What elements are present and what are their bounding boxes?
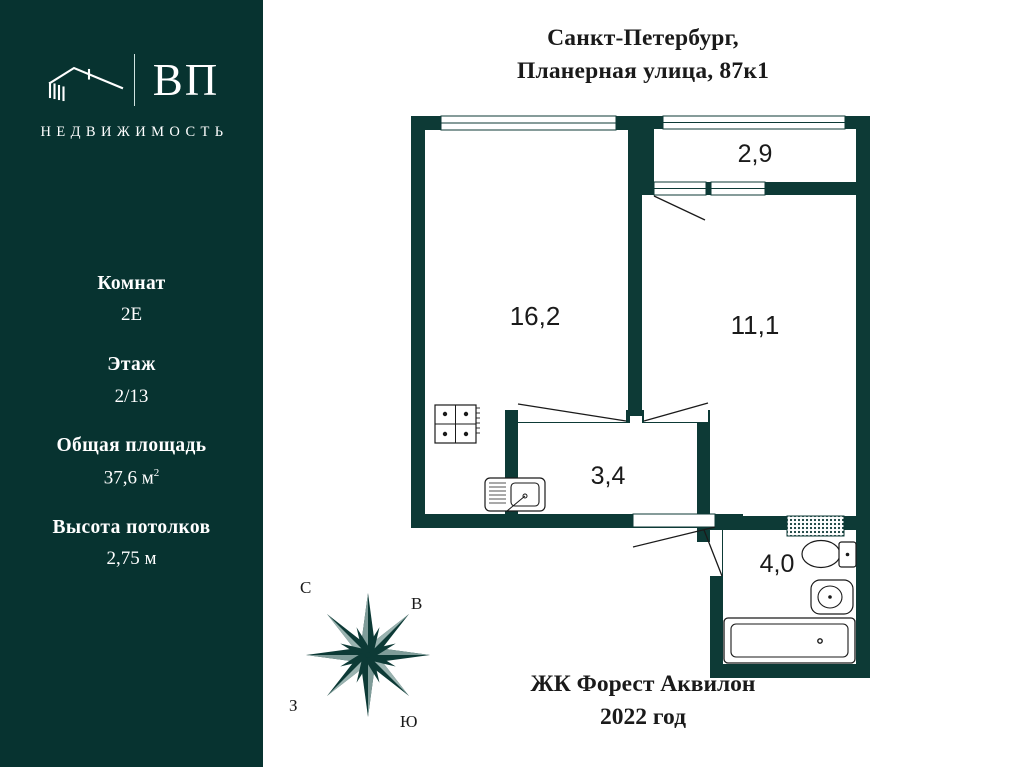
house-roof-icon bbox=[44, 57, 128, 103]
window-living-room bbox=[440, 115, 617, 131]
logo-divider bbox=[133, 54, 135, 106]
compass-label-east: В bbox=[411, 594, 423, 613]
project-caption: ЖК Форест Аквилон 2022 год bbox=[263, 668, 1023, 735]
compass-label-north: С bbox=[300, 578, 312, 597]
room-area-label-bedroom: 11,1 bbox=[731, 310, 780, 340]
plan-content: Санкт-Петербург, Планерная улица, 87к1 bbox=[263, 0, 1023, 767]
stove-icon bbox=[434, 404, 480, 444]
spec-total-area-value: 37,6 м2 bbox=[0, 467, 263, 490]
room-area-label-hallway: 3,4 bbox=[591, 462, 626, 490]
compass-label-west: З bbox=[289, 696, 298, 715]
spec-ceiling-height-label: Высота потолков bbox=[52, 516, 211, 538]
room-area-label-balcony: 2,9 bbox=[738, 140, 773, 168]
brand-initials: ВП bbox=[152, 54, 220, 105]
entrance-door bbox=[632, 513, 716, 548]
washbasin-icon bbox=[810, 579, 854, 615]
spec-floor-value: 2/13 bbox=[114, 385, 149, 407]
spec-rooms: Комнат 2Е bbox=[0, 272, 263, 327]
ventilation-grille-icon bbox=[786, 515, 845, 537]
compass-label-south: Ю bbox=[400, 712, 418, 731]
toilet-icon bbox=[801, 539, 857, 569]
page-title-line2: Планерная улица, 87к1 bbox=[516, 58, 770, 85]
plan-room-fills bbox=[425, 129, 856, 664]
bathtub-icon bbox=[723, 617, 856, 664]
brand-subtitle: НЕДВИЖИМОСТЬ bbox=[40, 124, 229, 140]
door-hall-to-bathroom bbox=[703, 529, 723, 577]
spec-ceiling-height: Высота потолков 2,75 м bbox=[0, 516, 263, 571]
spec-total-area: Общая площадь 37,6 м2 bbox=[0, 434, 263, 490]
window-balcony bbox=[662, 115, 846, 130]
compass-rose: С В З Ю bbox=[283, 570, 453, 740]
spec-total-area-sup: 2 bbox=[153, 466, 160, 479]
project-caption-line1: ЖК Форест Аквилон bbox=[530, 671, 756, 697]
balcony-door bbox=[653, 181, 766, 221]
property-specs: Комнат 2Е Этаж 2/13 Общая площадь 37,6 м… bbox=[0, 272, 263, 597]
project-caption-line2: 2022 год bbox=[600, 704, 686, 731]
kitchen-sink-icon bbox=[484, 477, 546, 512]
spec-floor: Этаж 2/13 bbox=[0, 353, 263, 408]
compass-star-icon bbox=[306, 593, 430, 717]
room-area-label-living: 16,2 bbox=[510, 301, 561, 331]
door-hall-to-living bbox=[517, 403, 627, 422]
info-sidebar: ВП НЕДВИЖИМОСТЬ Комнат 2Е Этаж 2/13 Обща… bbox=[0, 0, 263, 767]
spec-floor-label: Этаж bbox=[107, 354, 156, 376]
door-hall-to-bedroom bbox=[643, 402, 709, 422]
spec-rooms-label: Комнат bbox=[97, 273, 166, 294]
page-title: Санкт-Петербург, Планерная улица, 87к1 bbox=[263, 22, 1023, 89]
spec-total-area-number: 37,6 м bbox=[103, 467, 154, 489]
page-title-line1: Санкт-Петербург, bbox=[547, 25, 739, 51]
spec-rooms-value: 2Е bbox=[120, 304, 143, 326]
spec-total-area-label: Общая площадь bbox=[56, 435, 207, 457]
room-area-label-bathroom: 4,0 bbox=[760, 550, 795, 578]
brand-logo: ВП НЕДВИЖИМОСТЬ bbox=[0, 52, 263, 141]
spec-ceiling-height-value: 2,75 м bbox=[106, 548, 157, 570]
floorplan-drawing: 16,2 11,1 2,9 3,4 4,0 bbox=[263, 0, 1023, 767]
